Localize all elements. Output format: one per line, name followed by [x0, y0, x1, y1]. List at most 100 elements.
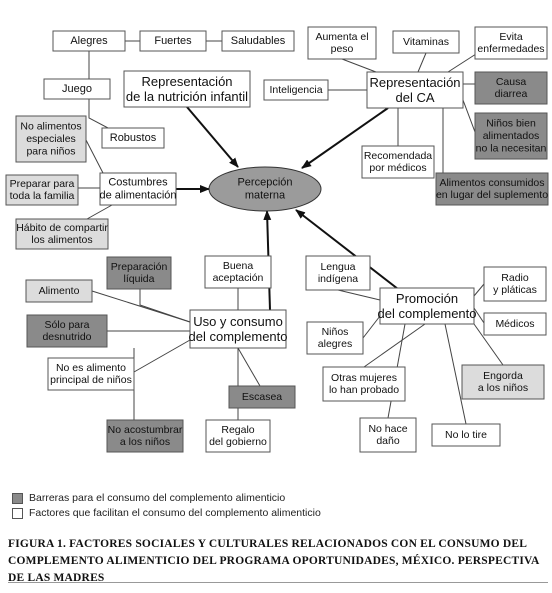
- node-label: Engorda: [483, 370, 523, 382]
- node-box: [435, 172, 549, 206]
- connector-line: [139, 289, 191, 323]
- node-label: materna: [245, 189, 286, 201]
- node-label: No es alimento: [56, 362, 126, 374]
- connector-line: [417, 52, 427, 73]
- node-box: [15, 115, 87, 163]
- connector-line: [473, 323, 504, 366]
- connector-lines: [78, 40, 504, 425]
- node-box: [15, 218, 109, 250]
- node-label: en lugar del suplemento: [436, 189, 548, 201]
- node-label: Fuertes: [154, 35, 192, 47]
- node-alimento: Alimento: [25, 279, 93, 303]
- connector-line: [462, 99, 476, 133]
- node-box: [483, 266, 547, 302]
- node-label: Sólo para: [45, 319, 90, 331]
- node-label: a los niños: [120, 436, 170, 448]
- node-box: [306, 321, 364, 355]
- node-box: [392, 30, 460, 54]
- node-label: Buena: [223, 260, 254, 272]
- node-label: lo han probado: [329, 384, 399, 396]
- node-label: Escasea: [242, 391, 282, 403]
- node-label: Preparar para: [10, 178, 75, 190]
- node-box: [189, 309, 287, 349]
- node-label: aceptación: [213, 272, 264, 284]
- node-label: no la necesitan: [476, 142, 547, 154]
- legend-barrier-swatch: [12, 492, 23, 504]
- node-box: [26, 314, 108, 348]
- node-label: Alimento: [39, 285, 80, 297]
- node-label: alimentados: [483, 130, 540, 142]
- legend-barrier-label: Barreras para el consumo del complemento…: [29, 492, 286, 504]
- connector-line: [341, 58, 377, 73]
- node-box: [47, 357, 135, 391]
- node-box: [205, 419, 271, 453]
- connector-line: [473, 283, 485, 297]
- node-inteligencia: Inteligencia: [263, 79, 329, 101]
- node-box: [5, 174, 79, 206]
- caption-rule: [8, 582, 548, 583]
- connector-line: [363, 323, 426, 368]
- node-box: [99, 172, 177, 206]
- node-label: líquida: [124, 273, 155, 285]
- legend-barriers: Barreras para el consumo del complemento…: [12, 492, 285, 504]
- node-box: [221, 30, 295, 52]
- node-label: Regalo: [221, 424, 254, 436]
- central-ellipse: [208, 166, 322, 212]
- node-label: Radio: [501, 272, 529, 284]
- node-label: Lengua: [320, 261, 355, 273]
- node-label: del complemento: [189, 329, 288, 344]
- node-box: [322, 366, 406, 402]
- node-label: No hace: [368, 423, 407, 435]
- legend-facilitator-swatch: [12, 507, 23, 519]
- node-label: por médicos: [369, 162, 426, 174]
- node-box: [461, 364, 545, 400]
- node-label: No alimentos: [20, 121, 81, 133]
- node-no-lo-tire: No lo tire: [431, 423, 501, 447]
- node-box: [366, 71, 464, 109]
- legend-facilitator-label: Factores que facilitan el consumo del co…: [29, 507, 321, 519]
- node-box: [305, 255, 371, 291]
- node-label: No lo tire: [445, 429, 487, 441]
- node-juego: Juego: [43, 78, 111, 100]
- node-box: [204, 255, 272, 289]
- node-box: [123, 70, 251, 108]
- node-label: Evita: [499, 31, 523, 43]
- connector-line: [337, 289, 381, 301]
- node-box: [25, 279, 93, 303]
- node-label: alegres: [318, 338, 352, 350]
- node-label: Saludables: [231, 35, 286, 47]
- node-label: los alimentos: [31, 234, 92, 246]
- node-label: indígena: [318, 273, 358, 285]
- node-label: Promoción: [396, 291, 458, 306]
- node-label: Alegres: [70, 35, 108, 47]
- node-label: Robustos: [110, 132, 157, 144]
- node-label: daño: [376, 435, 400, 447]
- node-box: [106, 256, 172, 290]
- figure-caption: FIGURA 1. FACTORES SOCIALES Y CULTURALES…: [8, 538, 539, 584]
- node-label: Representación: [141, 74, 232, 89]
- node-label: toda la familia: [10, 190, 75, 202]
- node-box: [474, 71, 548, 105]
- node-label: Aumenta el: [315, 31, 368, 43]
- node-alegres: Alegres: [52, 30, 126, 52]
- node-label: Hábito de compartir: [16, 222, 108, 234]
- connector-line: [91, 290, 191, 323]
- node-box: [52, 30, 126, 52]
- node-label: Juego: [62, 83, 92, 95]
- node-box: [228, 385, 296, 409]
- arrow-to-percepcion: [301, 107, 389, 169]
